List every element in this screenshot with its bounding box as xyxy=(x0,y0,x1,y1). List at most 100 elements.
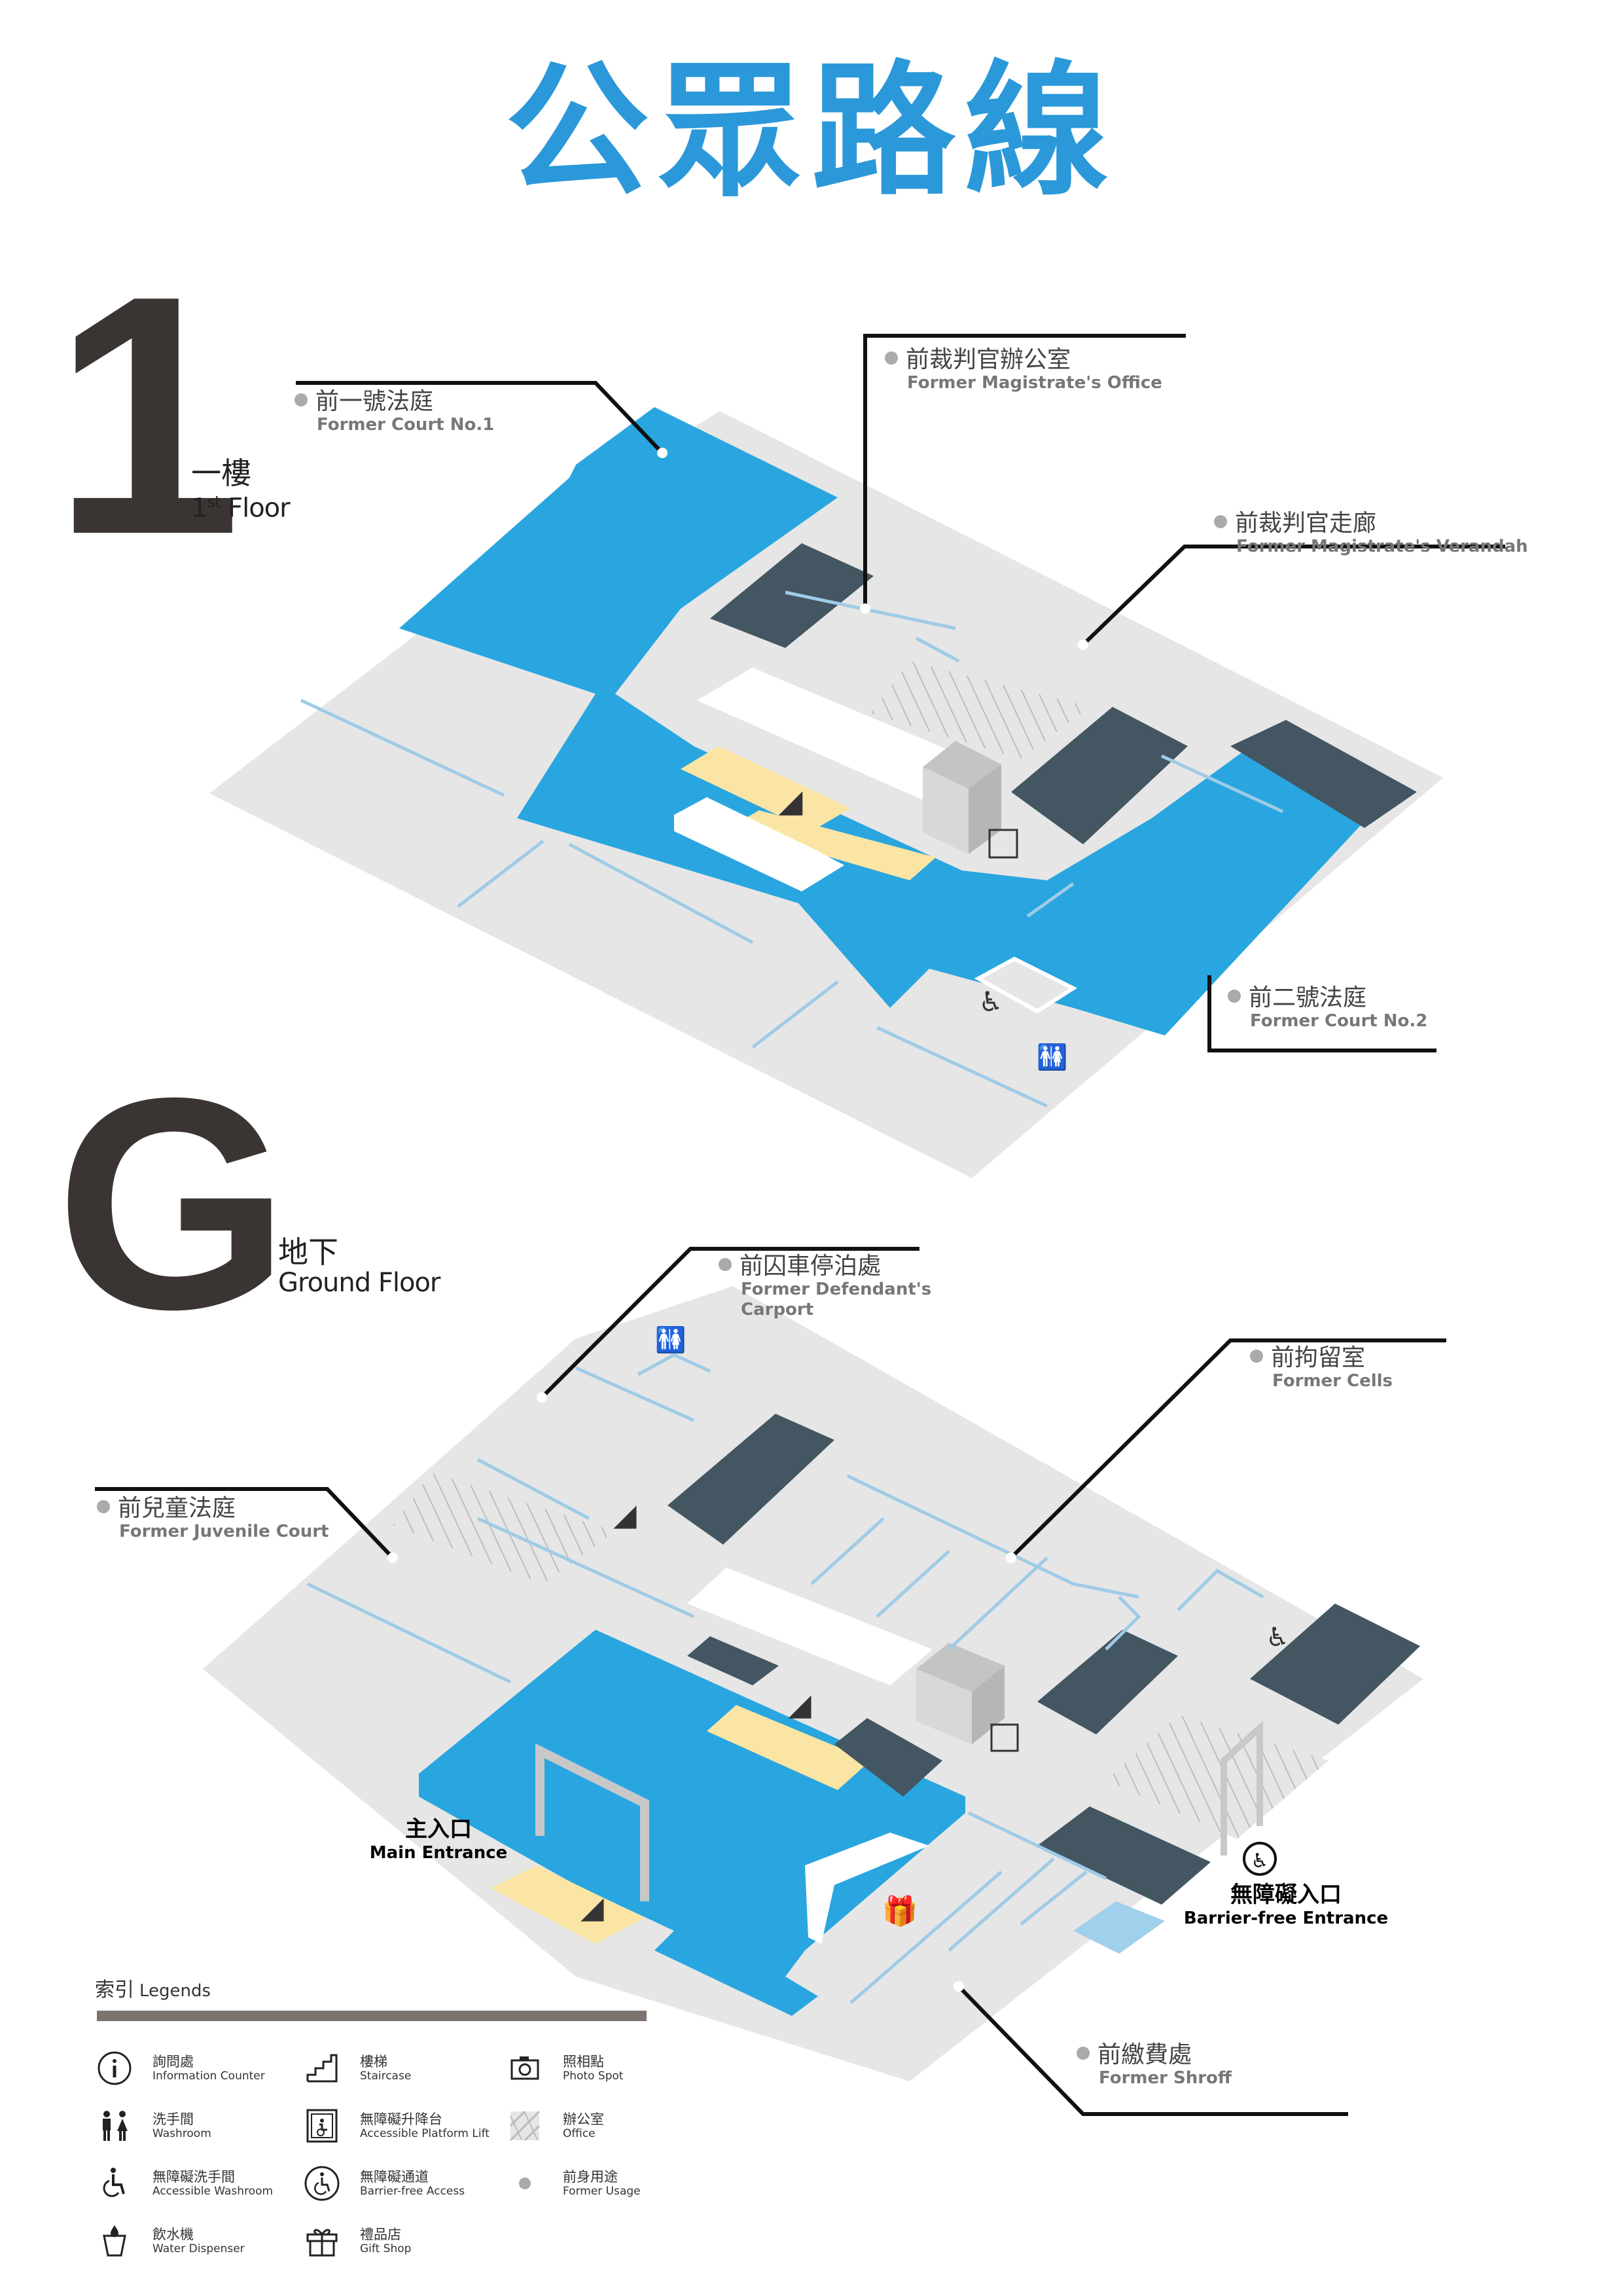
first-floor-atrium xyxy=(697,668,978,800)
usage-dot xyxy=(1214,515,1227,528)
ground-floor-leader-lines xyxy=(95,1247,1446,2116)
callout-former-juvenile-court: 前兒童法庭 Former Juvenile Court xyxy=(97,1496,329,1542)
first-floor-number: 1 xyxy=(52,225,241,605)
ground-floor-office-5 xyxy=(1037,1806,1211,1905)
main-entrance-label: 主入口 Main Entrance xyxy=(369,1816,508,1863)
barrier-free-entrance-gate xyxy=(1221,1720,1263,1856)
first-floor-wall-lines xyxy=(300,590,1284,1108)
first-floor-washroom-icon: 🚻 xyxy=(1037,1043,1067,1071)
washroom-icon xyxy=(103,2111,128,2141)
wheelchair-icon xyxy=(103,2168,125,2197)
callout-former-defendants-carport: 前囚車停泊處 Former Defendant's Carport xyxy=(719,1253,931,1320)
ground-floor-base xyxy=(203,1286,1423,2081)
ground-floor-washroom-icon: 🚻 xyxy=(655,1325,686,1354)
first-floor-label-zh: 一樓 xyxy=(191,456,251,491)
usage-dot xyxy=(294,393,308,406)
ground-floor-atrium xyxy=(687,1568,933,1685)
staircase-icon xyxy=(306,2054,338,2083)
ground-floor-office-6 xyxy=(687,1636,779,1685)
first-floor-office-3 xyxy=(1230,720,1417,828)
first-floor-office-1 xyxy=(710,543,874,648)
usage-dot xyxy=(719,1258,732,1271)
info-icon xyxy=(98,2051,132,2085)
barrier-free-icon xyxy=(304,2166,340,2201)
first-floor-stair-2 xyxy=(723,810,936,880)
ground-floor-label-en: Ground Floor xyxy=(278,1268,440,1298)
ground-floor-lift-block-top xyxy=(916,1643,1005,1692)
usage-dot xyxy=(1228,990,1241,1003)
first-floor-lift-block-side xyxy=(969,764,1001,854)
callout-former-magistrate-office: 前裁判官辦公室 Former Magistrate's Office xyxy=(885,347,1162,393)
first-floor-stair-opening xyxy=(674,797,844,891)
water-icon xyxy=(103,2225,126,2257)
ground-floor-plan: 🚻 ◢ ◢ ◢ ♿ 🎁 ♿ xyxy=(203,1286,1423,2081)
first-floor-public-route xyxy=(399,407,1361,1035)
ground-floor-usage-dots xyxy=(387,1392,1016,1992)
main-entrance-gate xyxy=(535,1743,649,1901)
camera-icon xyxy=(510,2056,539,2080)
ground-floor-lift-icon xyxy=(990,1723,1019,1752)
usage-dot xyxy=(97,1500,110,1513)
ground-floor-staircase-icon-3: ◢ xyxy=(580,1890,604,1925)
first-floor-label-en: 1st Floor xyxy=(191,493,291,524)
callout-former-court-1: 前一號法庭 Former Court No.1 xyxy=(294,389,494,435)
ground-floor-public-route xyxy=(419,1630,965,2016)
lift-icon xyxy=(306,2109,338,2143)
callout-former-cells: 前拘留室 Former Cells xyxy=(1250,1345,1393,1391)
usage-dot xyxy=(885,351,898,365)
usage-dot xyxy=(1077,2047,1090,2060)
first-floor-hatched-office xyxy=(870,661,1090,759)
barrier-free-access-icon-glyph: ♿ xyxy=(1251,1850,1269,1873)
first-floor-accessible-washroom-icon: ♿ xyxy=(978,986,1003,1018)
first-floor-accessible-wc-room xyxy=(974,956,1078,1014)
page-title: 公眾路線 xyxy=(505,47,1118,215)
first-floor-lift-block-front xyxy=(923,767,969,854)
ground-floor-office-2 xyxy=(1037,1630,1178,1734)
callout-former-court-2: 前二號法庭 Former Court No.2 xyxy=(1228,985,1427,1031)
ground-floor-stair-1 xyxy=(707,1705,870,1790)
barrier-free-entrance-label: 無障礙入口 Barrier-free Entrance xyxy=(1183,1882,1389,1928)
first-floor-lift-icon xyxy=(988,829,1018,859)
callout-former-magistrate-verandah: 前裁判官走廊 Former Magistrate's Verandah xyxy=(1214,511,1528,557)
dot-icon xyxy=(519,2178,531,2189)
gift-icon xyxy=(306,2229,338,2257)
ground-floor-lift-block-front xyxy=(916,1669,972,1744)
office-hatch-icon xyxy=(509,2110,541,2142)
ground-floor-office-1 xyxy=(668,1414,834,1545)
first-floor-staircase-icon: ◢ xyxy=(779,783,803,819)
ground-floor-gift-shop-icon: 🎁 xyxy=(882,1895,918,1928)
ground-floor-office-3 xyxy=(1250,1604,1420,1725)
ground-floor-wall-lines xyxy=(306,1353,1264,2004)
ground-floor-staircase-icon-1: ◢ xyxy=(613,1497,637,1532)
ground-floor-stair-main xyxy=(491,1865,645,1944)
ground-floor-office-4 xyxy=(834,1718,942,1797)
first-floor-lift-block-top xyxy=(923,741,1001,789)
first-floor-leader-lines xyxy=(296,334,1505,1052)
ground-floor-label-zh: 地下 xyxy=(278,1234,338,1270)
legend-divider xyxy=(97,2011,647,2021)
ground-floor-accessible-washroom-icon: ♿ xyxy=(1266,1623,1289,1653)
ground-floor-barrier-free-ramp xyxy=(1073,1901,1165,1954)
ground-floor-hatched-office-2 xyxy=(1106,1715,1329,1839)
ground-floor-staircase-icon-2: ◢ xyxy=(788,1687,812,1722)
callout-former-shroff: 前繳費處 Former Shroff xyxy=(1077,2042,1232,2089)
first-floor-plan: ◢ ♿ 🚻 xyxy=(209,407,1443,1178)
first-floor-usage-dots xyxy=(657,448,1088,650)
ground-floor-letter: G xyxy=(56,1036,290,1372)
usage-dot xyxy=(1250,1350,1263,1363)
first-floor-stair-1 xyxy=(681,746,851,831)
ground-floor-gift-shop-counter xyxy=(805,1833,929,1944)
